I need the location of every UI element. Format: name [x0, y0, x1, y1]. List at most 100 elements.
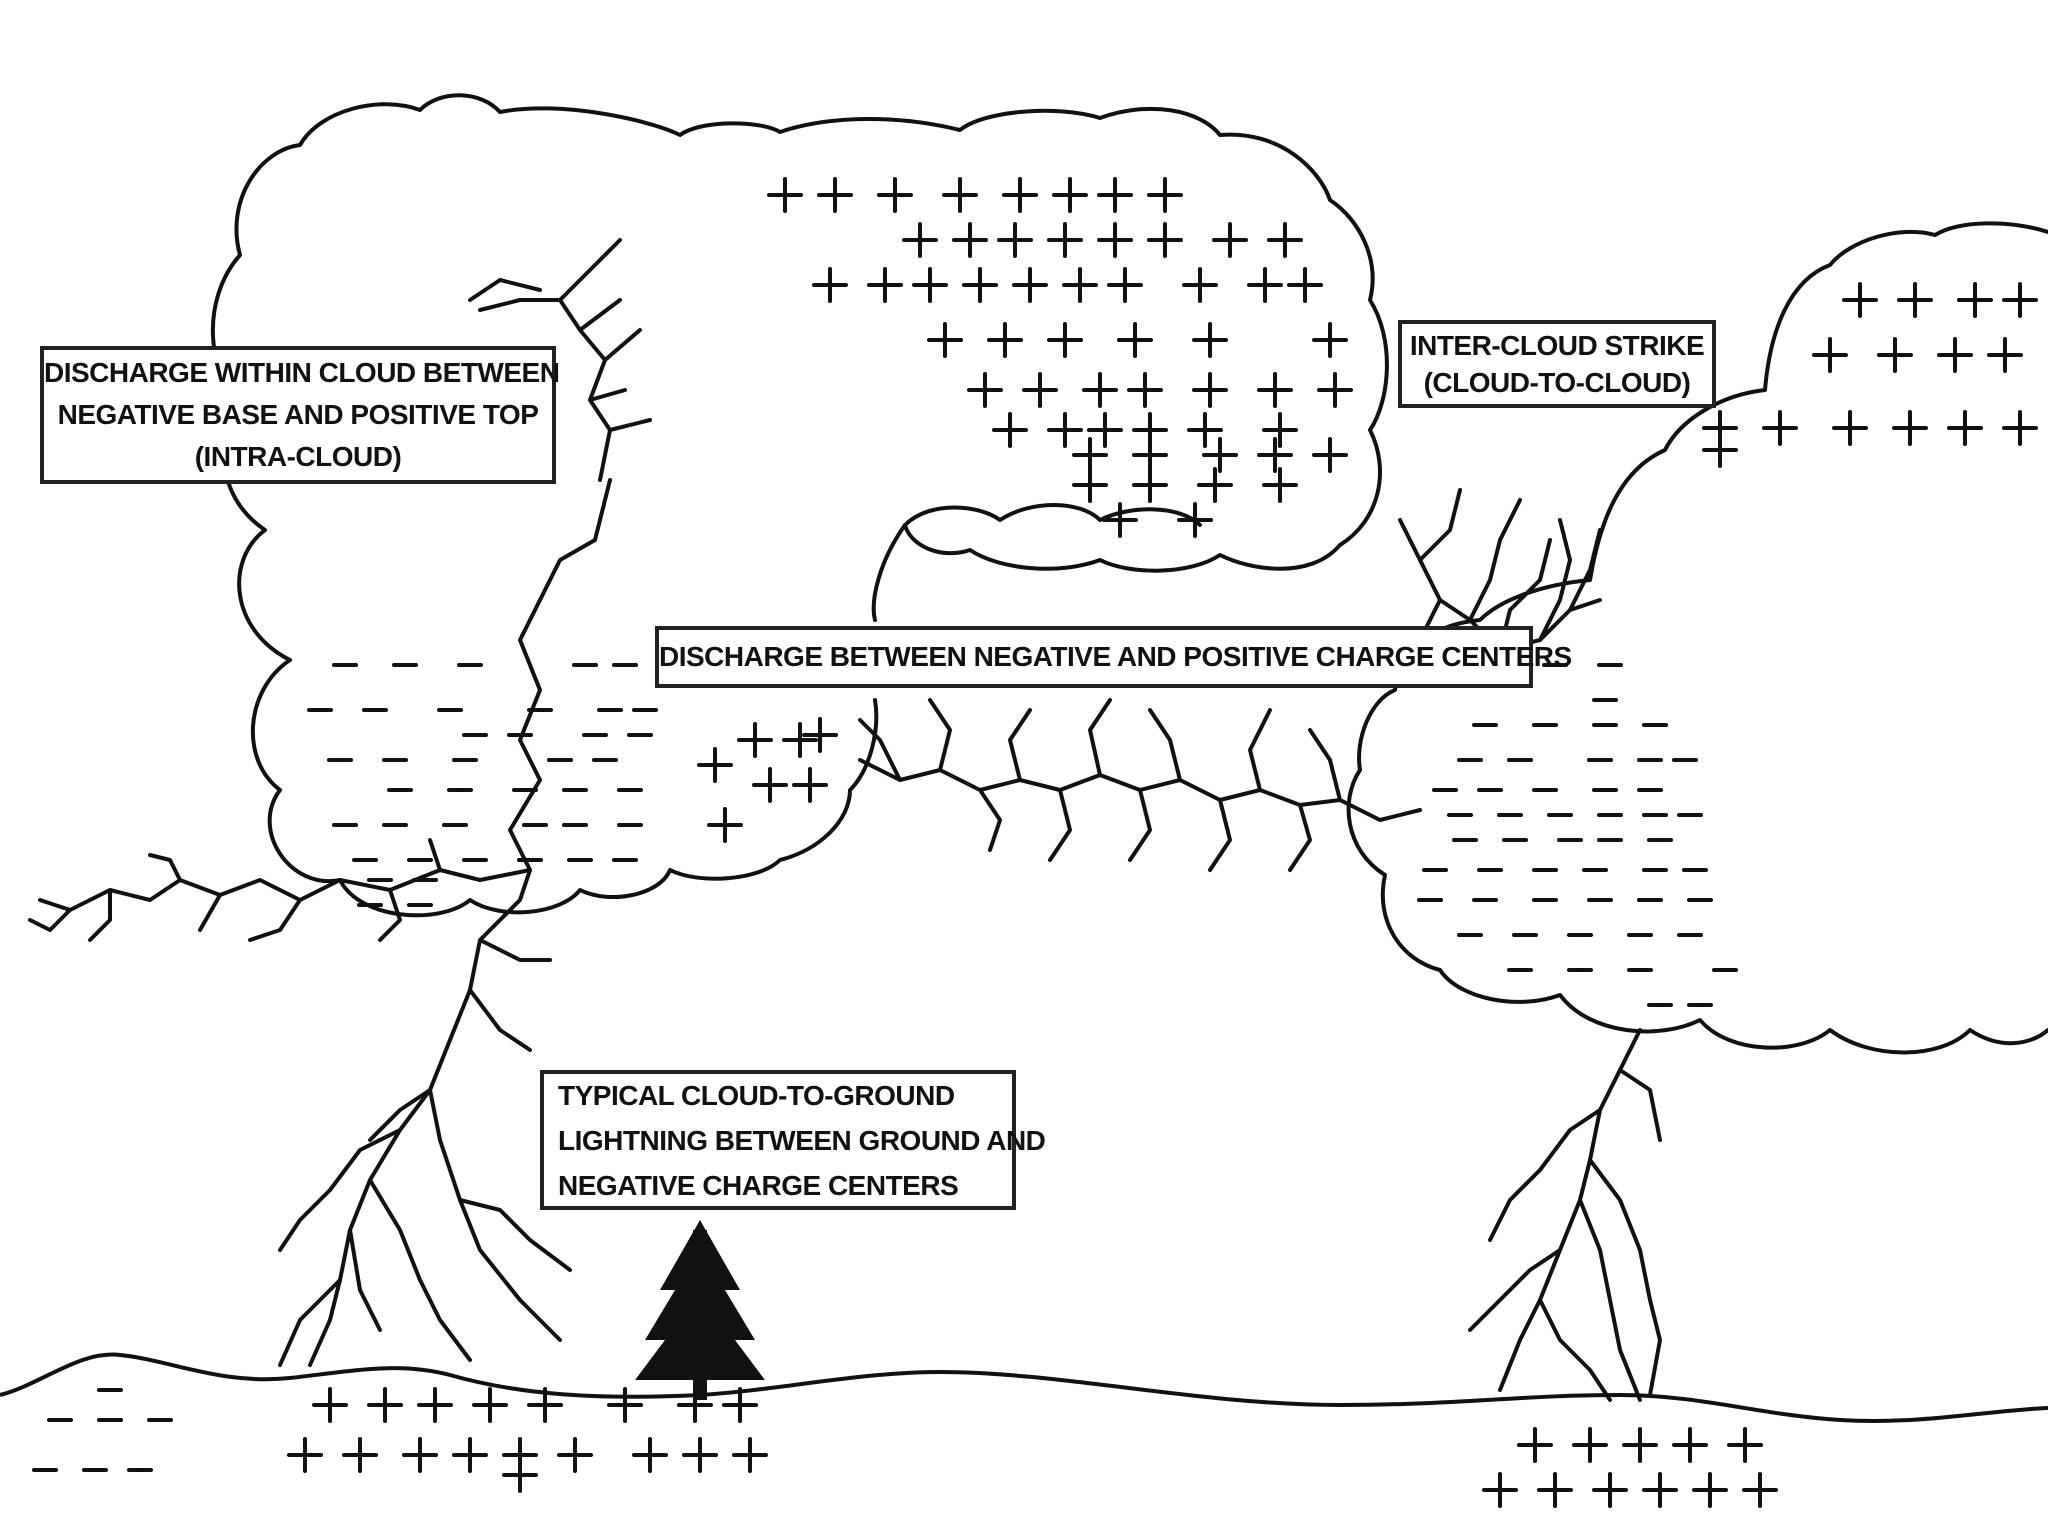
lightning-bolts — [28, 238, 1662, 1402]
positive-charge-symbol — [737, 722, 773, 758]
positive-charge-symbol — [1047, 322, 1083, 358]
positive-charge-symbol — [782, 722, 818, 758]
lightning-bolt-icon — [858, 698, 1422, 872]
positive-charge-symbol — [1052, 177, 1088, 213]
lightning-bolt-icon — [468, 238, 622, 302]
cloud-to-ground-label-line3: NEGATIVE CHARGE CENTERS — [558, 1169, 959, 1201]
positive-charge-symbol — [557, 1437, 593, 1473]
positive-charge-symbol — [942, 177, 978, 213]
inter-cloud-label: INTER-CLOUD STRIKE (CLOUD-TO-CLOUD) — [1398, 320, 1716, 408]
lightning-bolt-icon — [28, 838, 532, 942]
positive-charge-symbol — [527, 1387, 563, 1423]
positive-charge-symbol — [1147, 177, 1183, 213]
inter-cloud-label-line2: (CLOUD-TO-CLOUD) — [1423, 367, 1691, 398]
positive-charge-symbol — [632, 1437, 668, 1473]
positive-charge-symbol — [1892, 410, 1928, 446]
positive-charge-symbol — [1842, 282, 1878, 318]
positive-charge-symbol — [1062, 267, 1098, 303]
intra-cloud-label-line2: NEGATIVE BASE AND POSITIVE TOP — [57, 399, 539, 430]
cloud-to-ground-label-line1: TYPICAL CLOUD-TO-GROUND — [558, 1079, 955, 1111]
positive-charge-symbol — [1002, 177, 1038, 213]
intra-cloud-label-line1: DISCHARGE WITHIN CLOUD BETWEEN — [44, 357, 560, 388]
positive-charge-symbol — [962, 267, 998, 303]
positive-charge-symbol — [312, 1387, 348, 1423]
positive-charge-symbol — [1517, 1427, 1553, 1463]
positive-charge-symbol — [992, 412, 1028, 448]
positive-charge-symbol — [732, 1437, 768, 1473]
positive-charge-symbol — [1317, 372, 1353, 408]
positive-charge-symbol — [1262, 467, 1298, 503]
positive-charge-symbol — [1947, 410, 1983, 446]
positive-charge-symbol — [1642, 1472, 1678, 1508]
positive-charge-symbol — [417, 1387, 453, 1423]
tree-icon — [635, 1220, 765, 1400]
positive-charge-symbol — [1097, 177, 1133, 213]
charge-centers-label-line1: DISCHARGE BETWEEN NEGATIVE AND POSITIVE … — [659, 641, 1572, 672]
lightning-bolt-icon — [1468, 1028, 1662, 1402]
positive-charge-symbol — [1097, 222, 1133, 258]
positive-charge-symbol — [1197, 467, 1233, 503]
positive-charge-symbol — [502, 1457, 538, 1493]
positive-charge-symbol — [1187, 412, 1223, 448]
positive-charge-symbol — [2002, 410, 2038, 446]
positive-charge-symbol — [1957, 282, 1993, 318]
clouds — [210, 93, 2048, 1055]
middle-cloud-bumps — [903, 503, 1202, 527]
positive-charge-symbol — [1812, 337, 1848, 373]
positive-charge-symbol — [682, 1437, 718, 1473]
right-cloud-outline — [1346, 221, 2048, 1055]
positive-charge-symbol — [1072, 467, 1108, 503]
positive-charge-symbol — [607, 1387, 643, 1423]
positive-charge-symbol — [967, 372, 1003, 408]
inter-cloud-label-line1: INTER-CLOUD STRIKE — [1409, 330, 1705, 361]
positive-charge-symbol — [1047, 412, 1083, 448]
positive-charge-symbol — [1087, 412, 1123, 448]
positive-charge-symbol — [1312, 437, 1348, 473]
positive-charge-symbol — [1257, 437, 1293, 473]
positive-charge-symbol — [1742, 1472, 1778, 1508]
lightning-bolt-icon — [478, 298, 652, 872]
positive-charge-symbol — [1762, 410, 1798, 446]
positive-charge-symbol — [767, 177, 803, 213]
positive-charge-symbol — [1897, 282, 1933, 318]
positive-charge-symbol — [1082, 372, 1118, 408]
positive-charge-symbol — [342, 1437, 378, 1473]
negative-charges — [32, 663, 1738, 1472]
positive-charge-symbol — [877, 177, 913, 213]
thunderhead-cloud-base — [250, 658, 879, 918]
positive-charge-symbol — [1132, 467, 1168, 503]
positive-charge-symbol — [402, 1437, 438, 1473]
intra-cloud-label-line3: (INTRA-CLOUD) — [194, 441, 402, 472]
intra-cloud-label: DISCHARGE WITHIN CLOUD BETWEEN NEGATIVE … — [40, 346, 560, 484]
positive-charge-symbol — [1072, 437, 1108, 473]
positive-charge-symbol — [1987, 337, 2023, 373]
positive-charge-symbol — [752, 767, 788, 803]
charge-centers-label: DISCHARGE BETWEEN NEGATIVE AND POSITIVE … — [655, 626, 1572, 688]
positive-charge-symbol — [1672, 1427, 1708, 1463]
positive-charge-symbol — [287, 1437, 323, 1473]
positive-charge-symbol — [1702, 432, 1738, 468]
positive-charge-symbol — [1257, 372, 1293, 408]
positive-charge-symbol — [987, 322, 1023, 358]
positive-charge-symbol — [1622, 1427, 1658, 1463]
positive-charge-symbol — [867, 267, 903, 303]
positive-charge-symbol — [1262, 412, 1298, 448]
positive-charge-symbol — [707, 807, 743, 843]
positive-charge-symbol — [997, 222, 1033, 258]
positive-charge-symbol — [1177, 502, 1213, 538]
positive-charge-symbol — [927, 322, 963, 358]
positive-charge-symbol — [1537, 1472, 1573, 1508]
positive-charge-symbol — [1832, 410, 1868, 446]
cloud-to-ground-label-line2: LIGHTNING BETWEEN GROUND AND — [558, 1124, 1046, 1156]
cloud-to-ground-label: TYPICAL CLOUD-TO-GROUND LIGHTNING BETWEE… — [540, 1070, 1046, 1210]
positive-charge-symbol — [1727, 1427, 1763, 1463]
positive-charge-symbol — [1182, 267, 1218, 303]
positive-charge-symbol — [912, 267, 948, 303]
positive-charge-symbol — [817, 177, 853, 213]
positive-charge-symbol — [1247, 267, 1283, 303]
positive-charge-symbol — [1102, 502, 1138, 538]
positive-charge-symbol — [1482, 1472, 1518, 1508]
positive-charge-symbol — [1117, 322, 1153, 358]
positive-charge-symbol — [1012, 267, 1048, 303]
